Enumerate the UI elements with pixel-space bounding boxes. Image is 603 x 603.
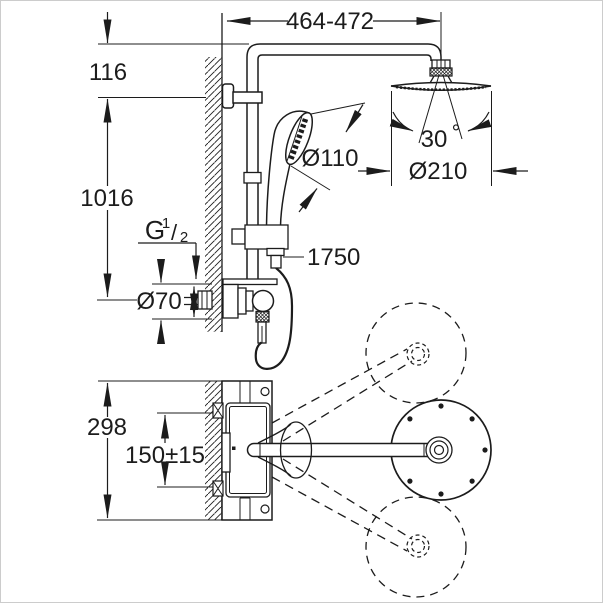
rail-joint: [243, 171, 262, 184]
hand-shower-handle-front: [279, 163, 291, 227]
hose-nut: [255, 310, 270, 323]
head-disc-nozzles: [395, 85, 487, 92]
mounting-screw-bottom: [260, 504, 270, 514]
dim-label-thread-numerator: 1: [162, 215, 170, 232]
dimension-hose-length: 1750: [283, 244, 360, 271]
dim-label-head-diameter: Ø210: [409, 158, 468, 185]
ball-joint: [429, 67, 453, 77]
thermostat-valve: [222, 278, 278, 344]
ball-joint-top-view: [425, 436, 453, 464]
shower-arm-top-view: [246, 442, 428, 458]
dimension-rail-height: 1016: [80, 98, 137, 301]
shower-pipe: [246, 43, 442, 281]
arm-position-up: [271, 348, 413, 442]
upper-view: 464-472 116 1016: [80, 8, 528, 370]
dimension-swivel-angle: 30 °: [389, 74, 492, 153]
dimension-hand-shower-diameter: Ø110: [290, 102, 366, 213]
shower-hose: [254, 267, 294, 370]
dim-label-inlet-spacing: 150±15: [125, 442, 205, 469]
wall-bracket: [221, 83, 263, 109]
dim-label-hose-length: 1750: [307, 244, 360, 271]
arm-position-down: [271, 458, 413, 552]
valve-wall-plate: [222, 283, 239, 319]
head-position-down: [365, 496, 467, 598]
dim-label-thread-letter: G: [145, 215, 165, 245]
dimension-arm-reach: 464-472: [226, 8, 442, 60]
dim-label-escutcheon: Ø70: [136, 288, 181, 315]
hand-shower-top-view: [257, 421, 313, 479]
dim-label-thread-denominator: 2: [180, 229, 188, 246]
dim-label-swivel-degree: °: [452, 120, 461, 145]
hose-connector: [270, 254, 282, 269]
dimension-thread: G 1 / 2: [138, 215, 200, 280]
wall-section-lower: [205, 381, 223, 520]
hand-shower-handle-back: [265, 110, 310, 227]
rail-holder: [231, 224, 289, 269]
swivel-positions: [271, 302, 467, 598]
lower-view: 298 150±15: [87, 302, 492, 598]
dimension-head-diameter: Ø210: [358, 91, 528, 186]
dim-label-swivel-angle: 30: [421, 126, 448, 153]
hand-shower: [265, 110, 314, 227]
valve-shelf: [222, 278, 278, 286]
head-position-up: [365, 302, 467, 404]
dimension-head-drop: 116: [89, 12, 249, 98]
dimension-escutcheon: Ø70: [136, 259, 212, 344]
hand-shower-nozzles: [287, 118, 309, 162]
dim-label-rail-height: 1016: [80, 185, 133, 212]
valve-knob: [251, 289, 275, 313]
wall-section: [205, 13, 223, 332]
head-shower: [390, 59, 492, 92]
cartridge-housing: [221, 432, 231, 473]
dim-label-arm-reach: 464-472: [286, 8, 374, 35]
inlet-union-top: [212, 402, 224, 419]
dim-label-head-drop: 116: [89, 59, 127, 86]
inlet-union-bottom: [212, 480, 224, 497]
head-disc-top: [390, 81, 492, 87]
wall-hatch-lower: [205, 381, 222, 520]
dimension-trim-height: 298: [87, 382, 127, 519]
supply-fitting: [184, 290, 213, 310]
wall-hatch: [205, 57, 222, 332]
dimension-inlet-spacing: 150±15: [125, 412, 223, 488]
dim-label-hand-shower-diameter: Ø110: [302, 145, 359, 172]
dim-label-thread-slash: /: [171, 220, 178, 245]
mounting-screw-top: [260, 386, 270, 397]
dim-label-trim-height: 298: [87, 414, 127, 441]
